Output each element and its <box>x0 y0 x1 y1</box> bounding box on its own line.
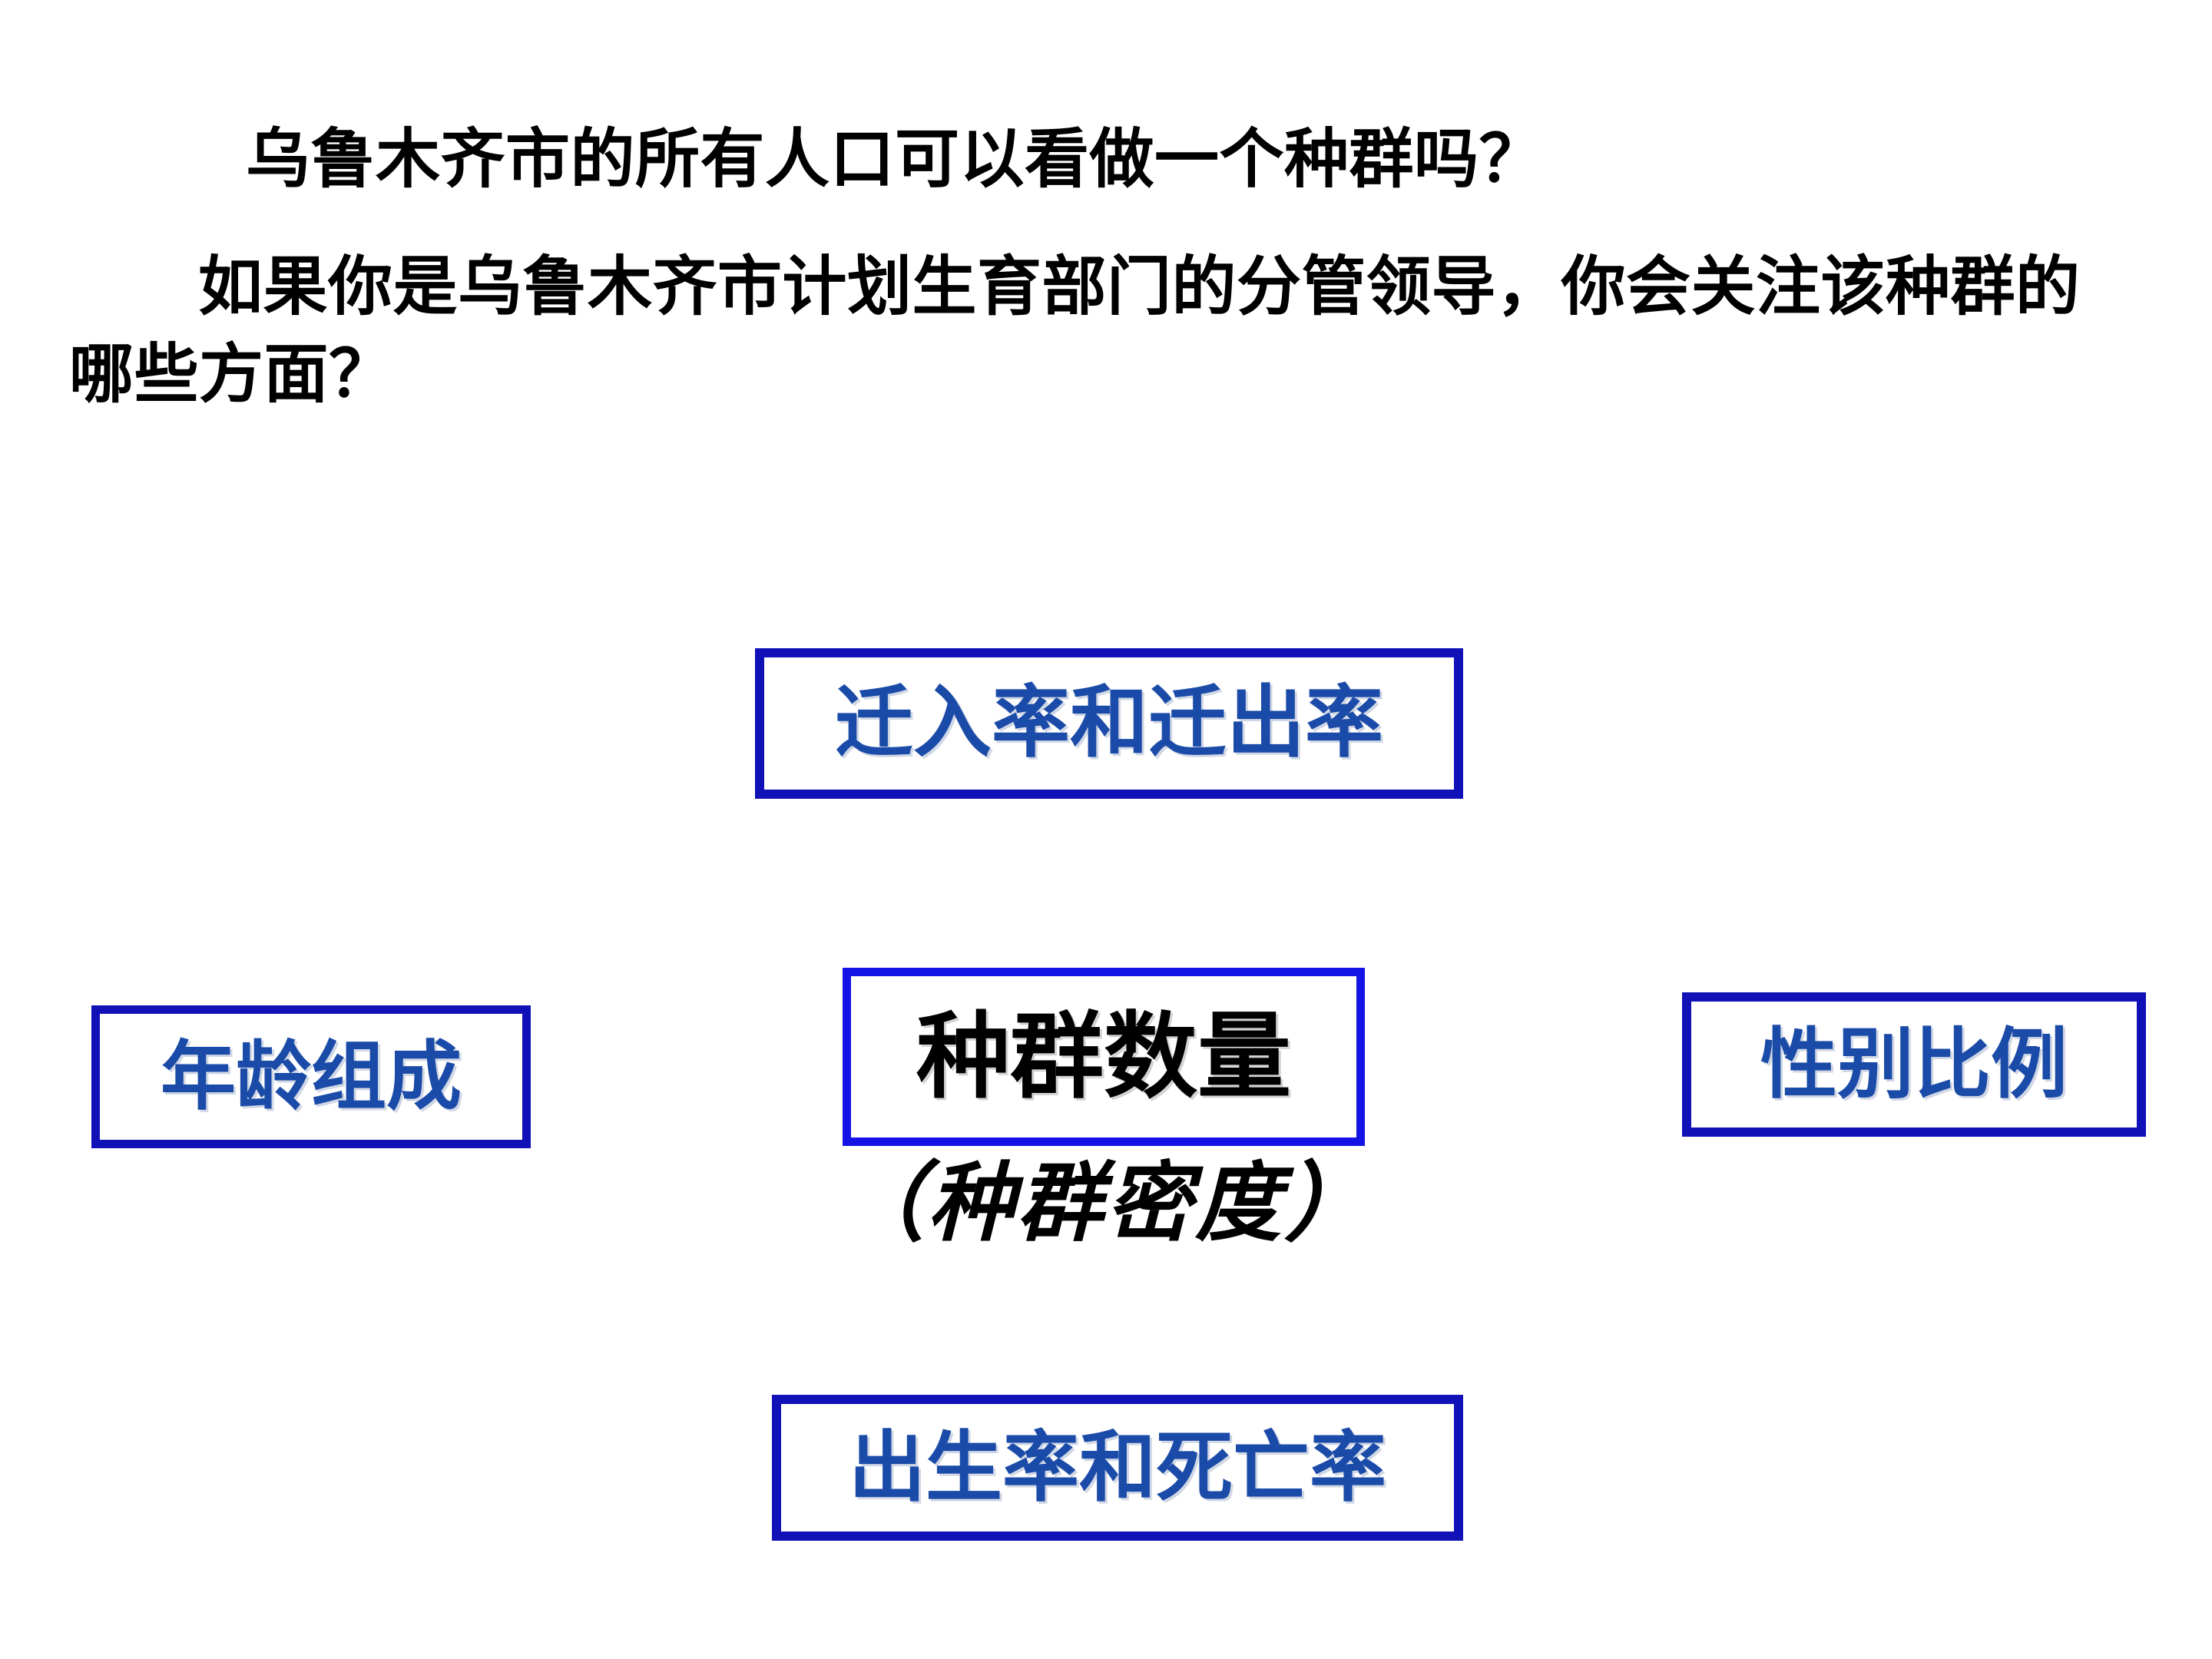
question-line-2: 如果你是乌鲁木齐市计划生育部门的分管领导，你会关注该种群的哪些方面？ <box>69 249 2081 412</box>
population-density-caption: （种群密度） <box>839 1153 1373 1253</box>
concept-box-age-structure-label: 年龄组成 <box>160 1033 462 1121</box>
concept-box-birth-death-rate-label: 出生率和死亡率 <box>849 1422 1386 1512</box>
concept-box-population-size[interactable]: 种群数量 <box>843 968 1365 1146</box>
question-line-1: 乌鲁木齐市的所有人口可以看做一个种群吗？ <box>246 121 1545 197</box>
concept-box-age-structure[interactable]: 年龄组成 <box>91 1005 531 1148</box>
concept-box-sex-ratio[interactable]: 性别比例 <box>1682 992 2146 1137</box>
question-block: 乌鲁木齐市的所有人口可以看做一个种群吗？ 如果你是乌鲁木齐市计划生育部门的分管领… <box>0 115 2212 419</box>
concept-box-sex-ratio-label: 性别比例 <box>1760 1019 2068 1109</box>
concept-box-migration-rate-label: 迁入率和迁出率 <box>835 677 1383 769</box>
concept-box-migration-rate[interactable]: 迁入率和迁出率 <box>755 648 1463 799</box>
concept-box-population-size-label: 种群数量 <box>916 1002 1291 1111</box>
concept-box-birth-death-rate[interactable]: 出生率和死亡率 <box>772 1395 1463 1541</box>
